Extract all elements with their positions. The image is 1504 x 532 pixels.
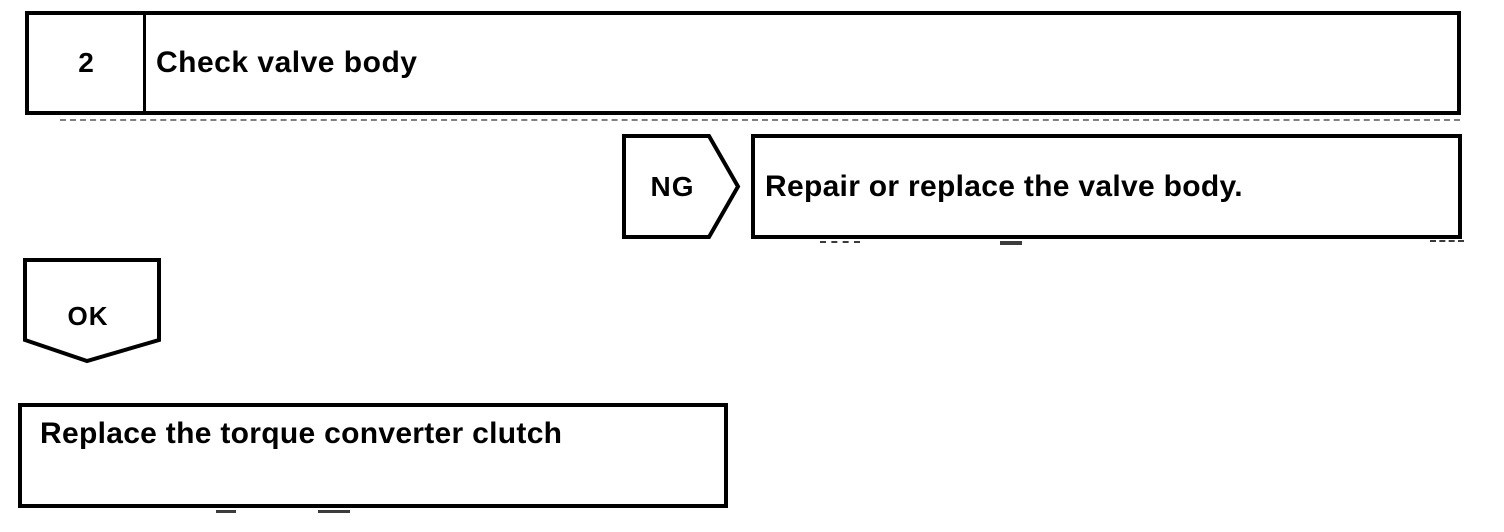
ok-action-text: Replace the torque converter clutch bbox=[40, 417, 563, 450]
scan-artifact-line bbox=[60, 119, 1460, 121]
scan-artifact-line bbox=[318, 510, 350, 513]
scan-artifact-line bbox=[1000, 241, 1022, 245]
scan-artifact-line bbox=[1430, 240, 1464, 242]
ok-connector: OK bbox=[23, 258, 161, 364]
scan-artifact-line bbox=[216, 510, 236, 513]
ok-label: OK bbox=[67, 300, 109, 331]
step-number: 2 bbox=[29, 15, 146, 111]
ng-label: NG bbox=[650, 170, 695, 202]
scan-artifact-line bbox=[820, 241, 860, 243]
ng-action-box: Repair or replace the valve body. bbox=[751, 134, 1462, 239]
ok-pentagon-shape bbox=[23, 258, 161, 364]
step-title: Check valve body bbox=[156, 46, 418, 79]
ng-connector: NG bbox=[622, 134, 741, 239]
ng-pentagon-shape bbox=[622, 134, 741, 239]
ng-action-text: Repair or replace the valve body. bbox=[765, 169, 1243, 203]
ok-action-box: Replace the torque converter clutch bbox=[18, 403, 728, 508]
step-box: 2 Check valve body bbox=[25, 11, 1461, 115]
